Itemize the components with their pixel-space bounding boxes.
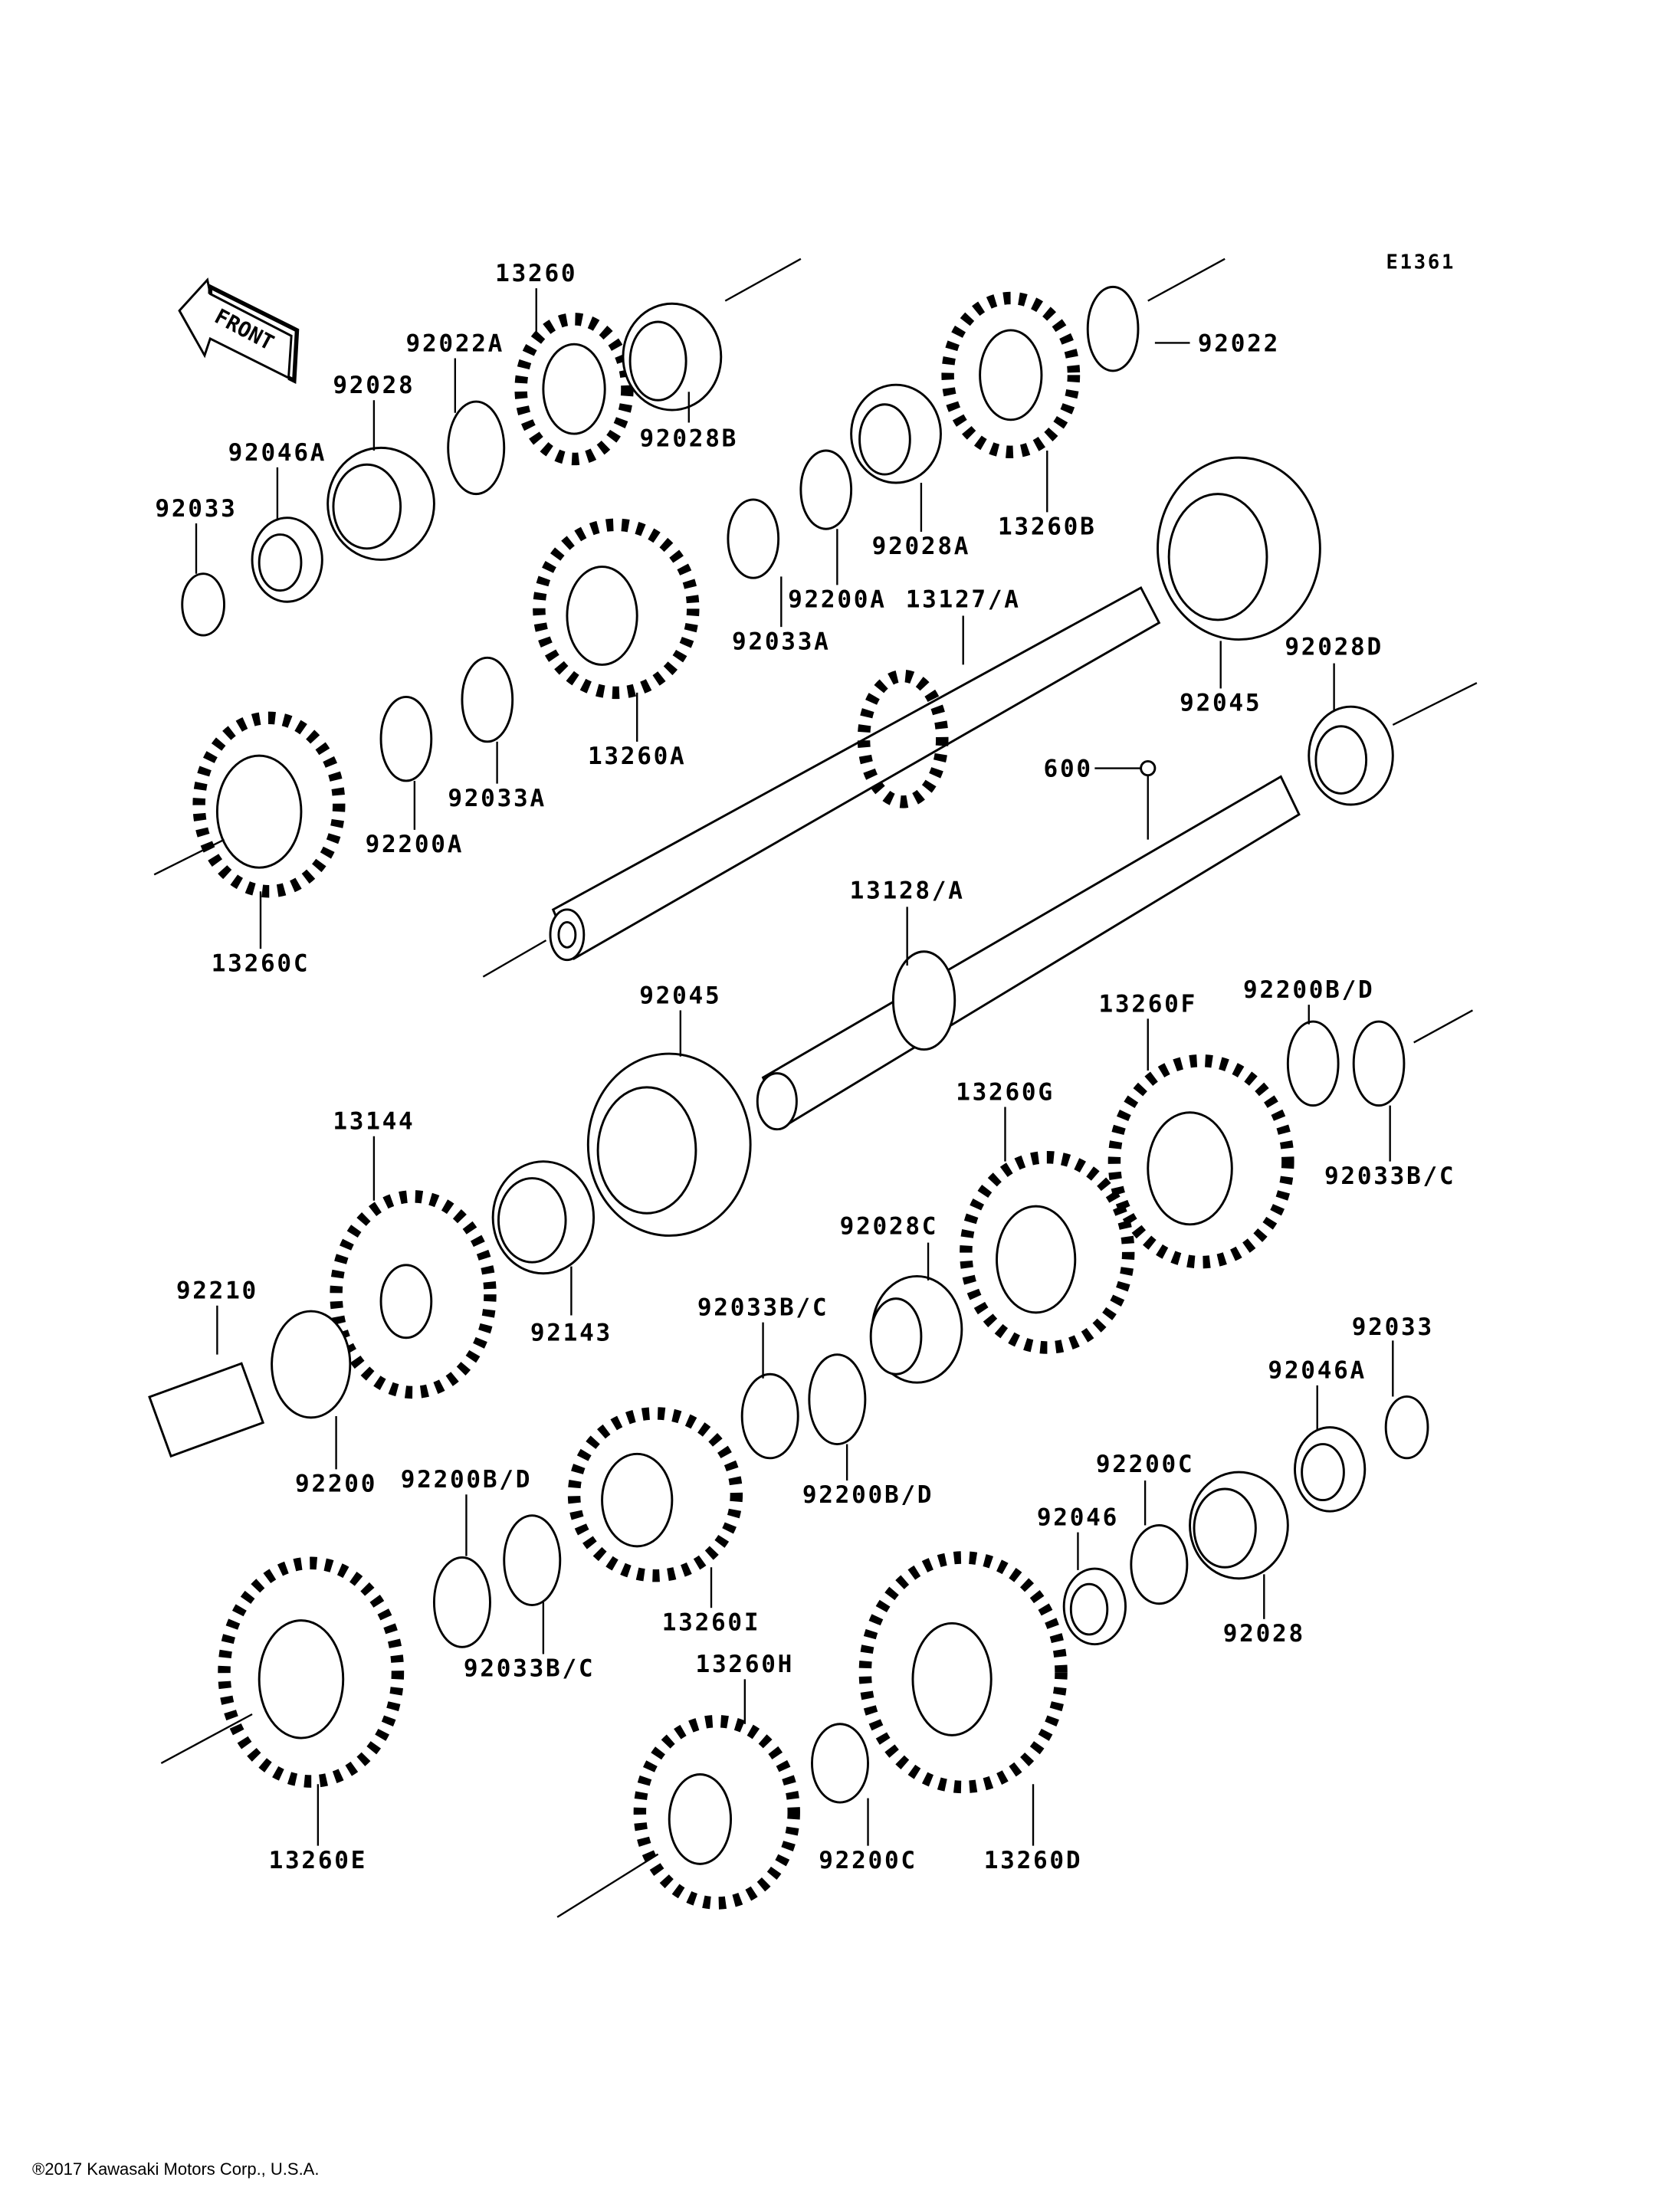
label-13260D: 13260D <box>984 1847 1083 1874</box>
label-92028D: 92028D <box>1285 634 1383 661</box>
bushing-92028B <box>622 302 723 412</box>
gear-13260 <box>514 313 634 466</box>
label-13260F: 13260F <box>1098 990 1197 1018</box>
main-shaft-13127 <box>482 585 1161 978</box>
circlip-92033BC-mid <box>740 1372 799 1460</box>
label-13260H: 13260H <box>696 1651 795 1678</box>
bearing-92046A-top <box>251 516 323 603</box>
circlip-92033A-mid <box>461 656 514 743</box>
gear-13260B <box>941 291 1081 459</box>
washer-92200C-right <box>1130 1524 1189 1605</box>
label-92046: 92046 <box>1037 1503 1119 1531</box>
sprocket-13144 <box>330 1190 497 1399</box>
front-arrow: FRONT <box>178 277 300 385</box>
label-92028B: 92028B <box>640 425 739 453</box>
collar-92143 <box>491 1160 596 1275</box>
label-92045: 92045 <box>1180 690 1262 717</box>
label-13260A: 13260A <box>588 743 687 770</box>
circlip-92033A-top <box>727 498 780 579</box>
label-92046A: 92046A <box>1268 1357 1367 1385</box>
label-92200BD: 92200B/D <box>1243 976 1374 1004</box>
label-92028A: 92028A <box>872 533 971 560</box>
label-92045: 92045 <box>639 982 721 1009</box>
bearing-92046 <box>1062 1567 1127 1646</box>
label-13260G: 13260G <box>956 1078 1055 1106</box>
bushing-92028-right <box>1189 1471 1289 1580</box>
gear-13260H <box>633 1714 800 1910</box>
label-13260C: 13260C <box>212 949 310 977</box>
bearing-92045-top <box>1157 456 1321 641</box>
label-92022A: 92022A <box>406 330 505 357</box>
label-92033A: 92033A <box>732 628 831 655</box>
label-13127A: 13127/A <box>906 586 1021 614</box>
label-13144: 13144 <box>333 1108 415 1136</box>
nut-92210 <box>148 1362 265 1458</box>
gear-13260C <box>192 711 346 898</box>
washer-92200A-top <box>799 449 853 530</box>
gear-13260F <box>1107 1054 1294 1269</box>
washer-92200C-bottom <box>811 1723 869 1804</box>
label-13128A: 13128/A <box>850 877 965 904</box>
bearing-92045-mid <box>586 1052 752 1237</box>
label-92028: 92028 <box>333 372 415 399</box>
bushing-92028A <box>850 383 942 484</box>
label-600: 600 <box>1044 755 1093 782</box>
label-92200A: 92200A <box>788 586 887 614</box>
bushing-92028C <box>869 1274 963 1384</box>
label-92028C: 92028C <box>840 1213 939 1241</box>
gear-13260E <box>218 1556 405 1788</box>
washer-92200 <box>271 1310 352 1419</box>
label-13260: 13260 <box>495 260 577 287</box>
leader-lines <box>195 288 1394 1846</box>
label-92200C: 92200C <box>1096 1451 1195 1478</box>
label-92033: 92033 <box>155 495 237 523</box>
circlip-92033BC-left <box>503 1514 562 1607</box>
bushing-92028D <box>1308 705 1394 806</box>
gear-13260A <box>533 518 700 700</box>
gear-13260G <box>960 1150 1135 1354</box>
label-92200A: 92200A <box>366 831 464 858</box>
label-92200C: 92200C <box>819 1847 917 1874</box>
label-92143: 92143 <box>530 1319 612 1346</box>
copyright-notice: ®2017 Kawasaki Motors Corp., U.S.A. <box>32 2159 320 2179</box>
washer-92200A-mid <box>379 695 433 782</box>
label-13260E: 13260E <box>269 1847 368 1874</box>
label-92200: 92200 <box>295 1471 377 1498</box>
gear-13260D <box>858 1551 1068 1794</box>
washer-92200BD-right <box>1286 1020 1340 1107</box>
output-shaft-13128 <box>756 775 1301 1131</box>
label-92033A: 92033A <box>448 785 546 812</box>
label-92210: 92210 <box>176 1277 258 1305</box>
label-92046A: 92046A <box>228 439 327 467</box>
washer-92022 <box>1086 285 1140 372</box>
label-92028: 92028 <box>1223 1620 1305 1648</box>
label-92033BC: 92033B/C <box>697 1294 829 1322</box>
diagram-code: E1361 <box>1386 251 1456 274</box>
gear-13260I <box>567 1407 743 1582</box>
washer-92200BD-left <box>432 1556 491 1648</box>
label-92200BD: 92200B/D <box>401 1466 532 1494</box>
bushing-92028 <box>326 446 435 561</box>
label-92033BC: 92033B/C <box>1324 1162 1455 1190</box>
part-labels: 13260 92022A 92028 92046A 92033 92028B 9… <box>155 260 1455 1874</box>
circlip-92033-top <box>181 572 225 637</box>
label-92200BD: 92200B/D <box>802 1481 934 1509</box>
label-13260I: 13260I <box>662 1608 761 1636</box>
label-92033: 92033 <box>1352 1313 1434 1341</box>
washer-92022A <box>447 400 506 496</box>
circlip-92033-right <box>1384 1395 1429 1460</box>
washer-92200BD-mid <box>808 1353 867 1446</box>
bearing-92046A-right <box>1294 1426 1367 1513</box>
plug-600 <box>1140 759 1157 777</box>
circlip-92033BC-right <box>1352 1020 1406 1107</box>
label-92022: 92022 <box>1198 330 1280 357</box>
label-92033BC: 92033B/C <box>464 1655 595 1683</box>
label-13260B: 13260B <box>998 513 1097 541</box>
